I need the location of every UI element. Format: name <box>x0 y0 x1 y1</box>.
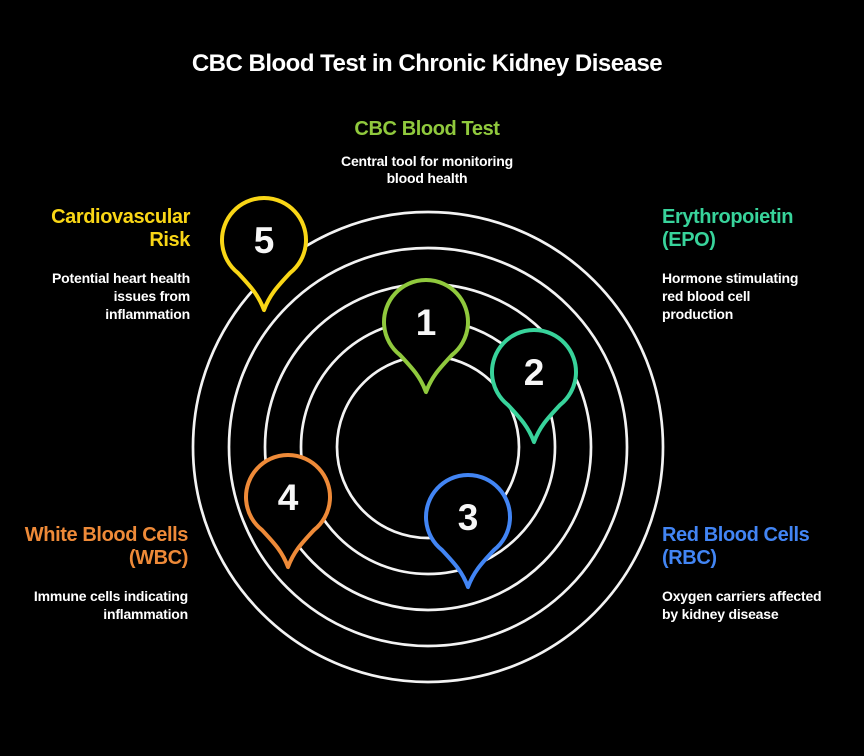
pin-4: 4 <box>244 453 332 569</box>
step-3-label: Red Blood Cells (RBC) <box>662 524 810 569</box>
pin-1-marker-icon <box>382 278 470 394</box>
pin-5-marker-icon <box>220 196 308 312</box>
step-4-label: White Blood Cells (WBC) <box>24 524 189 569</box>
step-2-label: Erythropoietin (EPO) <box>662 206 794 251</box>
step-1-description: Central tool for monitoring blood health <box>341 153 513 186</box>
pin-5: 5 <box>220 196 308 312</box>
pin-2: 2 <box>490 328 578 444</box>
ring-4 <box>227 246 629 648</box>
pin-2-marker-icon <box>490 328 578 444</box>
step-2-description: Hormone stimulating red blood cell produ… <box>662 270 799 322</box>
pin-4-number: 4 <box>278 477 299 518</box>
pin-3-marker-icon <box>424 473 512 589</box>
step-3-description: Oxygen carriers affected by kidney disea… <box>662 588 822 622</box>
pin-3-number: 3 <box>458 497 479 538</box>
ring-5 <box>191 210 665 684</box>
step-4-block: White Blood Cells (WBC) Immune cells ind… <box>13 524 189 623</box>
page-title: CBC Blood Test in Chronic Kidney Disease <box>191 50 663 77</box>
step-4-description: Immune cells indicating inflammation <box>33 588 188 622</box>
step-1-label: CBC Blood Test <box>354 118 500 140</box>
pin-1-number: 1 <box>416 302 437 343</box>
step-5-block: Cardiovascular Risk Potential heart heal… <box>30 206 190 323</box>
step-3-block: Red Blood Cells (RBC) Oxygen carriers af… <box>662 524 834 623</box>
step-1-block: CBC Blood Test Central tool for monitori… <box>0 117 854 187</box>
step-2-block: Erythropoietin (EPO) Hormone stimulating… <box>662 206 817 323</box>
pin-5-number: 5 <box>254 220 275 261</box>
step-5-description: Potential heart health issues from infla… <box>52 270 190 322</box>
pin-3: 3 <box>424 473 512 589</box>
step-5-label: Cardiovascular Risk <box>51 206 190 251</box>
pin-4-marker-icon <box>244 453 332 569</box>
pin-2-number: 2 <box>524 352 545 393</box>
pin-1: 1 <box>382 278 470 394</box>
